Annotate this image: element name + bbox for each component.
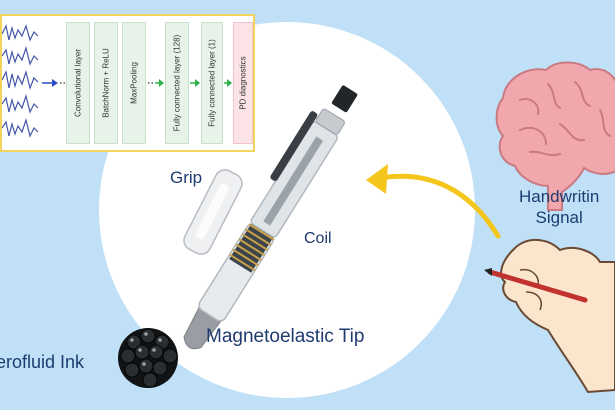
coil-label: Coil: [304, 230, 332, 247]
writing-hand: [484, 239, 615, 394]
handwriting-signal-label: Handwritin Signal: [519, 186, 599, 228]
eeg-signal-traces: [2, 24, 39, 138]
grip-label: Grip: [170, 168, 203, 187]
layer-maxpooling: MaxPooling: [122, 22, 146, 144]
layer-label: BatchNorm + ReLU: [101, 48, 111, 118]
layer-fully-connected-1: Fully connected layer (1): [201, 22, 223, 144]
flow-arrows: [42, 79, 232, 87]
ferrofluid-ink-label: erofluid Ink: [0, 352, 85, 372]
layer-label: Fully connected layer (1): [207, 39, 217, 127]
layer-label: MaxPooling: [129, 62, 139, 104]
layer-pd-diagnostics: PD diagnostics: [233, 22, 253, 144]
network-architecture-panel: Convolutional layer BatchNorm + ReLU Max…: [0, 14, 255, 152]
signal-arrow: [377, 173, 501, 239]
handwriting-label-line2: Signal: [535, 208, 583, 227]
layer-fully-connected-128: Fully connected layer (128): [165, 22, 189, 144]
brain-icon: [495, 61, 615, 211]
ferrofluid-ink-blob: [118, 328, 178, 388]
layer-label: PD diagnostics: [238, 56, 248, 110]
handwriting-label-line1: Handwritin: [519, 187, 600, 206]
layer-convolutional: Convolutional layer: [66, 22, 90, 144]
smart-pen: [183, 85, 358, 350]
magnetoelastic-tip-label: Magnetoelastic Tip: [206, 326, 365, 347]
layer-batchnorm-relu: BatchNorm + ReLU: [94, 22, 118, 144]
grip-cap: [183, 169, 243, 255]
layer-label: Convolutional layer: [73, 48, 83, 118]
layer-label: Fully connected layer (128): [172, 34, 182, 132]
